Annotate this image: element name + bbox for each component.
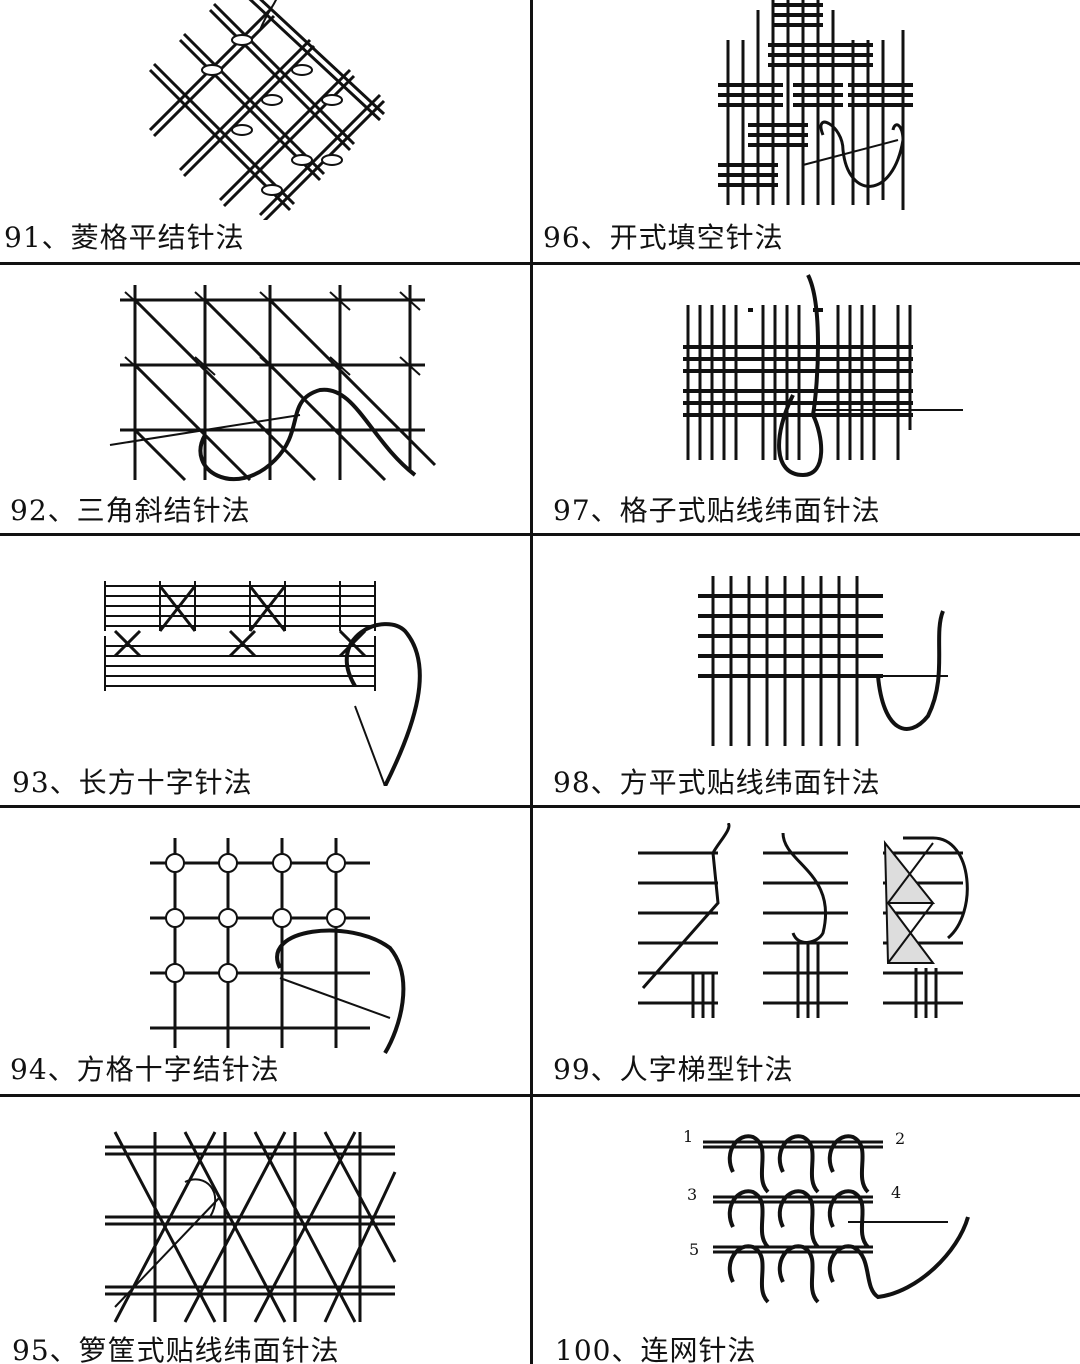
stitch-cell-92: 92、三角斜结针法 [0,265,530,533]
row-divider [0,805,1080,808]
stitch-number: 95 [12,1334,50,1364]
open-filling-stitch-icon [713,0,923,220]
basket-couching-icon [95,1122,405,1332]
stitch-caption: 96、开式填空针法 [543,221,784,254]
stitch-caption: 100、连网针法 [555,1329,756,1364]
stitch-cell-98: 98、方平式贴线纬面针法 [533,536,1080,805]
row-divider [0,1094,1080,1097]
column-divider [530,0,533,1364]
row-label: 3 [687,1185,699,1204]
stitch-cell-100: 1 2 3 4 5 100、连网针法 [533,1097,1080,1364]
row-label: 2 [895,1129,907,1148]
row-label: 4 [891,1183,903,1202]
stitch-number: 94 [10,1053,48,1086]
stitch-number: 96 [543,221,581,254]
stitch-caption: 94、方格十字结针法 [10,1053,280,1086]
row-divider [0,533,1080,536]
stitch-title: 长方十字针法 [78,766,253,799]
rectangle-cross-stitch-icon [95,576,435,786]
stitch-title: 三角斜结针法 [76,494,251,527]
stitch-number: 100 [555,1334,612,1364]
stitch-number: 93 [12,766,50,799]
row-label: 5 [689,1240,701,1259]
stitch-caption: 92、三角斜结针法 [10,494,251,527]
plain-weave-couching-icon [693,566,963,756]
stitch-cell-95: 95、箩筐式贴线纬面针法 [0,1097,530,1364]
stitch-caption: 98、方平式贴线纬面针法 [553,766,881,799]
row-label: 1 [683,1127,695,1146]
stitch-number: 92 [10,494,48,527]
stitch-caption: 99、人字梯型针法 [553,1053,794,1086]
stitch-title: 菱格平结针法 [70,221,245,254]
stitch-number: 91 [4,221,42,254]
stitch-cell-96: 96、开式填空针法 [533,0,1080,262]
stitch-title: 人字梯型针法 [619,1053,794,1086]
stitch-title: 方格十字结针法 [76,1053,280,1086]
stitch-cell-94: 94、方格十字结针法 [0,808,530,1094]
stitch-title: 箩筐式贴线纬面针法 [78,1334,340,1364]
stitch-number: 97 [553,494,591,527]
triangle-diagonal-tie-icon [105,270,455,485]
checker-couching-icon [673,265,973,490]
stitch-caption: 91、菱格平结针法 [4,221,245,254]
stitch-title: 格子式贴线纬面针法 [619,494,881,527]
stitch-title: 方平式贴线纬面针法 [619,766,881,799]
stitch-cell-99: 99、人字梯型针法 [533,808,1080,1094]
diamond-lattice-tie-icon [140,0,400,220]
stitch-caption: 97、格子式贴线纬面针法 [553,494,881,527]
stitch-title: 开式填空针法 [609,221,784,254]
row-divider [0,262,1080,265]
stitch-number: 99 [553,1053,591,1086]
stitch-cell-93: 93、长方十字针法 [0,536,530,805]
stitch-caption: 93、长方十字针法 [12,766,253,799]
stitch-title: 连网针法 [640,1334,757,1364]
square-grid-cross-tie-icon [140,828,420,1058]
connected-net-stitch-icon [678,1122,978,1312]
stitch-caption: 95、箩筐式贴线纬面针法 [12,1329,340,1364]
herringbone-ladder-icon [633,823,983,1038]
stitch-cell-97: 97、格子式贴线纬面针法 [533,265,1080,533]
stitch-number: 98 [553,766,591,799]
stitch-cell-91: 91、菱格平结针法 [0,0,530,262]
